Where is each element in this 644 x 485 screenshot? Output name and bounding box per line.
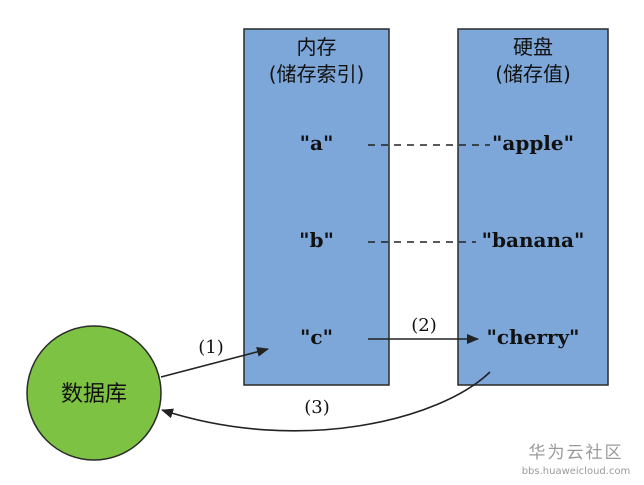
memory-panel: 内存 (储存索引) "a" "b" "c" bbox=[243, 28, 390, 386]
memory-subtitle: (储存索引) bbox=[269, 62, 365, 86]
database-node: 数据库 bbox=[26, 325, 162, 461]
memory-key-c: "c" bbox=[300, 325, 333, 349]
step-2-label: (2) bbox=[411, 315, 437, 336]
watermark-url: bbs.huaweicloud.com bbox=[522, 466, 631, 477]
disk-title: 硬盘 bbox=[513, 35, 553, 59]
arrow-step-1 bbox=[160, 346, 269, 378]
memory-key-b: "b" bbox=[299, 228, 334, 252]
memory-title: 内存 bbox=[297, 35, 337, 59]
arrow-step-3 bbox=[161, 371, 491, 432]
database-label: 数据库 bbox=[61, 382, 127, 407]
disk-value-cherry: "cherry" bbox=[487, 325, 580, 349]
watermark: 华为云社区 bbs.huaweicloud.com bbox=[522, 443, 631, 477]
memory-key-a: "a" bbox=[300, 131, 334, 155]
database-circle bbox=[26, 325, 162, 461]
disk-value-banana: "banana" bbox=[482, 228, 585, 252]
disk-value-apple: "apple" bbox=[492, 131, 574, 155]
memory-box bbox=[243, 28, 390, 386]
watermark-title: 华为云社区 bbox=[529, 443, 624, 463]
disk-box bbox=[457, 28, 609, 386]
step-1-label: (1) bbox=[198, 337, 224, 358]
disk-panel: 硬盘 (储存值) "apple" "banana" "cherry" bbox=[457, 28, 609, 386]
step-3-label: (3) bbox=[304, 397, 330, 418]
disk-subtitle: (储存值) bbox=[495, 62, 571, 86]
